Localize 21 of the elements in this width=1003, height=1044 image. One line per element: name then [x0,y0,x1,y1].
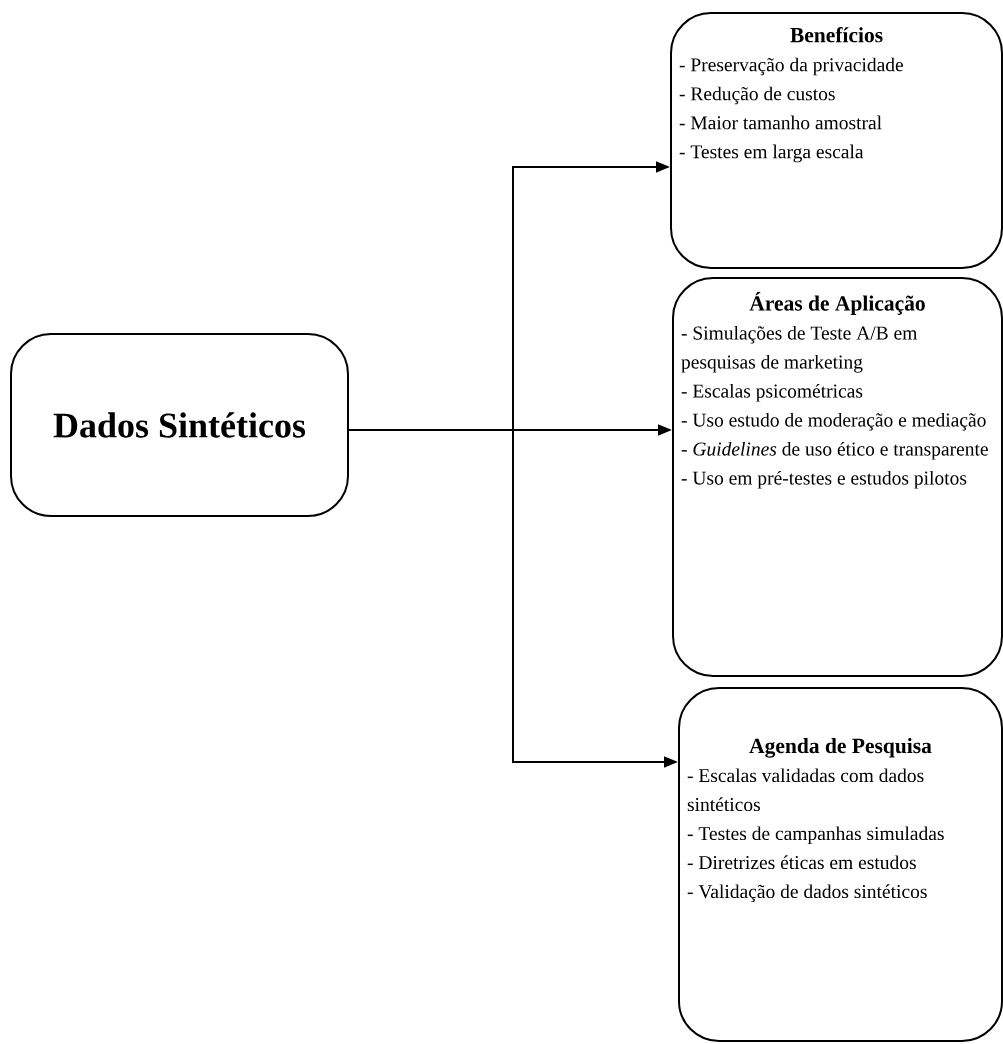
list-item: - Redução de custos [679,86,835,105]
list-item: - Testes de campanhas simuladas [687,826,944,845]
box-heading: Benefícios [790,27,883,43]
list-item: - Guidelines de uso ético e transparente [681,441,988,460]
box-heading: Agenda de Pesquisa [749,738,932,758]
box-title: Dados Sintéticos [53,412,306,438]
rounded-box [678,687,1003,1042]
list-item: - Maior tamanho amostral [679,115,882,130]
list-item: - Simulações de Teste A/B em pesquisas de marketing [681,325,918,373]
list-item: - Uso em pré-testes e estudos pilotos [681,470,967,489]
list-item: - Validação de dados sintéticos [687,884,927,903]
list-item: - Testes em larga escala [679,144,864,163]
list-item: - Preservação da privacidade [679,57,903,76]
rounded-box [10,333,349,517]
list-item: - Diretrizes éticas em estudos [687,855,916,870]
list-item: - Escalas validadas com dados sintéticos [687,768,924,812]
rounded-box [670,12,1003,269]
rounded-box [672,277,1003,677]
list-item: - Escalas psicométricas [681,383,863,402]
box-heading: Áreas de Aplicação [749,292,925,316]
list-item: - Uso estudo de moderação e mediação [681,412,986,431]
